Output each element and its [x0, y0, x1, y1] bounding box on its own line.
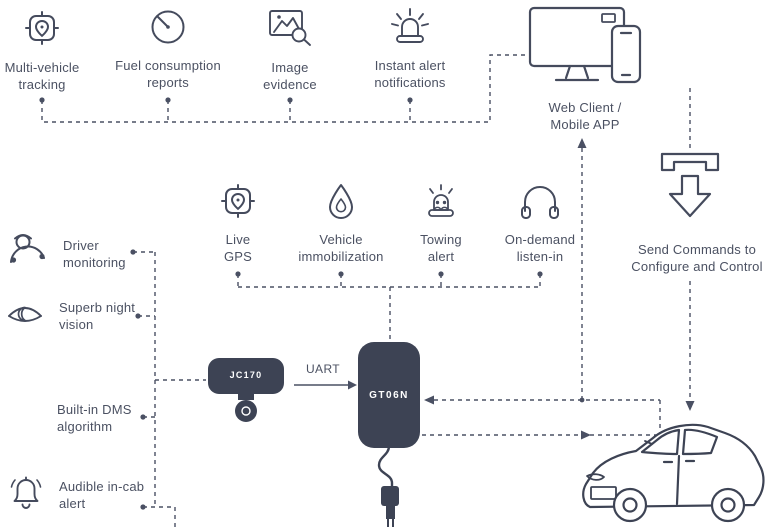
mid-feature-stubs — [237, 274, 541, 287]
feature-label: On-demand listen-in — [504, 232, 576, 264]
tracker-device-label: GT06N — [369, 389, 409, 401]
junction-dots — [39, 97, 585, 510]
feature-label: Live GPS — [223, 232, 253, 264]
arrow-down-to-car — [685, 401, 695, 411]
uart-label: UART — [305, 362, 341, 376]
image-evidence-icon — [268, 8, 312, 48]
feature-label: Instant alert notifications — [374, 58, 446, 90]
fuel-drop-icon — [325, 182, 357, 220]
feature-instant-alerts: Instant alert notifications — [358, 6, 462, 92]
arrowheads — [348, 138, 695, 440]
dashcam-icon — [208, 358, 284, 422]
feature-live-gps: Live GPS — [198, 182, 278, 266]
feature-label: Vehicle immobilization — [298, 232, 384, 264]
feature-fuel-consumption: Fuel consumption reports — [103, 6, 233, 92]
arrow-into-tracker — [424, 395, 434, 405]
top-feature-stubs — [167, 100, 411, 122]
phone-icon — [610, 24, 642, 86]
headphones-icon — [520, 182, 560, 220]
feature-dms-algorithm: Built-in DMS algorithm — [57, 402, 132, 434]
feature-label: Image evidence — [263, 60, 317, 92]
feature-audible-alert: Audible in-cab alert — [8, 474, 144, 513]
feature-vehicle-immobilization: Vehicle immobilization — [281, 182, 401, 266]
camera-device-label: JC170 — [229, 370, 263, 380]
gauge-icon — [148, 6, 188, 46]
feature-label: Fuel consumption reports — [115, 58, 221, 90]
gps-target-icon — [24, 8, 60, 48]
driver-monitoring-icon — [8, 230, 48, 266]
siren-icon — [390, 6, 430, 46]
car-illustration — [578, 415, 782, 527]
feature-night-vision: Superb night vision — [6, 298, 135, 334]
tracker-car-loop-line — [422, 399, 661, 436]
dashed-connectors — [41, 54, 691, 527]
send-commands-label: Send Commands to Configure and Control — [631, 242, 763, 274]
feature-image-evidence: Image evidence — [250, 8, 330, 94]
arrow-to-car — [581, 430, 591, 440]
bell-icon — [8, 474, 44, 512]
feature-listen-in: On-demand listen-in — [485, 182, 595, 266]
monitor-icon — [528, 6, 628, 90]
towing-siren-icon — [423, 182, 459, 220]
feature-driver-monitoring: Driver monitoring — [8, 230, 126, 272]
tracker-device: GT06N — [358, 342, 420, 448]
left-features-bus-line — [133, 251, 206, 527]
web-client-label: Web Client / Mobile APP — [548, 100, 622, 132]
dashcam-device — [206, 356, 290, 434]
gps-target-icon — [220, 182, 256, 220]
feature-multi-vehicle-tracking: Multi-vehicle tracking — [0, 8, 87, 94]
feature-label: Superb night vision — [59, 300, 136, 332]
feature-towing-alert: Towing alert — [401, 182, 481, 266]
feature-label: Audible in-cab alert — [59, 479, 145, 511]
feature-label: Multi-vehicle tracking — [4, 60, 80, 92]
arrow-up-to-webclient — [577, 138, 587, 148]
uart-arrowhead — [348, 380, 357, 390]
tracker-cable — [368, 446, 412, 527]
night-vision-icon — [6, 298, 44, 330]
feature-label: Driver monitoring — [63, 238, 126, 270]
feature-label: Towing alert — [420, 232, 462, 264]
download-arrow-icon — [654, 152, 726, 228]
